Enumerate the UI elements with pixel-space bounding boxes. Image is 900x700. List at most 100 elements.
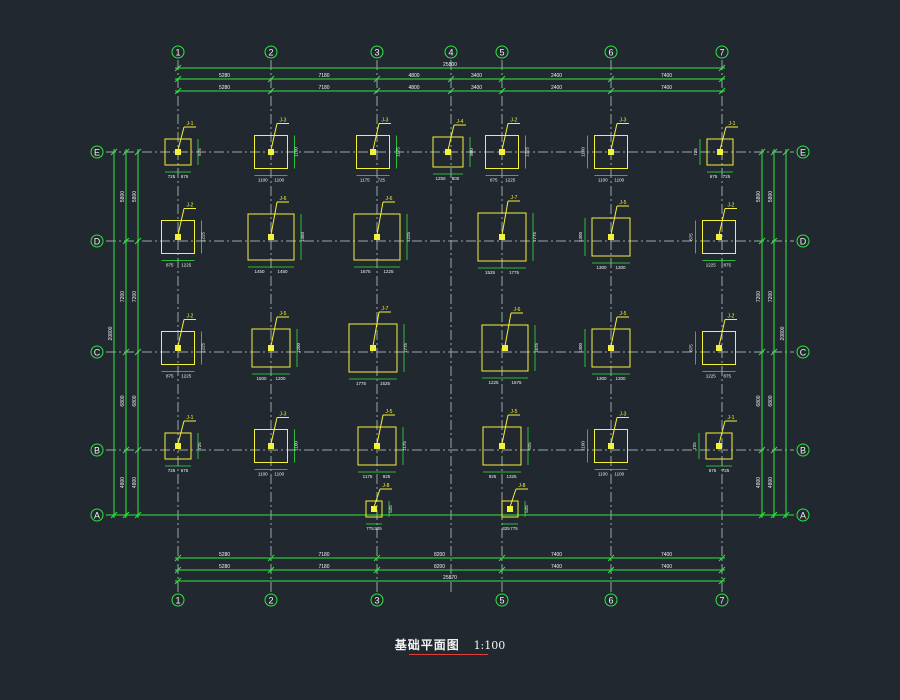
dim-bottom-row2-tick-5 — [718, 566, 726, 574]
dim-bottom-row2-tick-2 — [373, 566, 381, 574]
footing-tag: J-8 — [383, 483, 390, 489]
column-square — [716, 234, 722, 240]
bubble-circle — [90, 443, 104, 457]
column-square — [717, 149, 723, 155]
dim-top-row1-tick-4 — [498, 75, 506, 83]
bubble-circle — [90, 234, 104, 248]
bubble-circle — [370, 45, 384, 59]
dim-left-inner-label: 6800 — [132, 395, 138, 406]
footing-outline — [482, 426, 522, 466]
footing-tag: J-2 — [728, 203, 735, 209]
footing-dim-right: 925 — [383, 474, 391, 479]
footing-outline — [247, 213, 295, 261]
footing-tag: J-5 — [386, 409, 393, 415]
tag-leader — [610, 123, 618, 151]
bubble-circle — [264, 593, 278, 607]
dim-left-mid-tick-3 — [122, 446, 130, 454]
dim-left-mid-tick-0 — [122, 148, 130, 156]
dim-top-row1-label: 4800 — [408, 73, 419, 79]
footing-dim-right: 875 — [723, 263, 731, 268]
bubble-label: 5 — [499, 596, 504, 606]
bubble-circle — [90, 508, 104, 522]
column-square — [716, 443, 722, 449]
tag-leader — [177, 208, 185, 236]
axis-bubble-right-B: B — [796, 443, 810, 457]
footing-dim-left: 725 — [168, 174, 176, 179]
bubble-label: 6 — [608, 596, 613, 606]
dim-right-inner-tick-0 — [758, 148, 766, 156]
footing-dim-right: 1525 — [380, 381, 391, 386]
column-square — [374, 443, 380, 449]
axis-bubble-bottom-2: 2 — [264, 593, 278, 607]
tag-leader — [509, 488, 517, 508]
footing-dim-right: 1100 — [274, 178, 284, 183]
dim-right-mid-tick-2 — [770, 348, 778, 356]
footing-outline — [702, 220, 736, 254]
footing-dim-right: 1225 — [505, 178, 516, 183]
dim-right-inner-tick-4 — [758, 511, 766, 519]
footing-dim-left: 925 — [489, 474, 497, 479]
bubble-label: 1 — [175, 48, 180, 58]
footing-outline — [353, 213, 401, 261]
axis-bubble-right-A: A — [796, 508, 810, 522]
dim-left-inner-label: 7200 — [132, 291, 138, 302]
dim-right-inner-label: 6800 — [756, 395, 762, 406]
axis-bubble-top-2: 2 — [264, 45, 278, 59]
axis-bubble-top-4: 4 — [444, 45, 458, 59]
dim-right-inner-label: 7200 — [756, 291, 762, 302]
dim-top-total-tick-1 — [718, 64, 726, 72]
footing-outline — [477, 212, 527, 262]
footing-tag: J-7 — [511, 195, 518, 201]
footing-side-dim: 525 — [524, 505, 529, 513]
bubble-label: B — [94, 446, 100, 456]
footing-tag: J-1 — [729, 121, 736, 127]
dim-top-total-label: 25800 — [443, 62, 457, 68]
footing-tag: J-1 — [187, 121, 194, 127]
footing-outline — [254, 135, 288, 169]
column-square — [499, 443, 505, 449]
axis-bubble-left-D: D — [90, 234, 104, 248]
dim-right-mid-tick-1 — [770, 237, 778, 245]
footing-dim-left: 1500 — [256, 376, 267, 381]
dim-top-row2-label: 2400 — [551, 85, 562, 91]
dim-top-row1-tick-5 — [607, 75, 615, 83]
footing-tag: J-7 — [382, 306, 389, 312]
dim-left-inner-tick-0 — [134, 148, 142, 156]
dim-bottom-row1-label: 7400 — [661, 552, 672, 558]
dim-top-row2-tick-4 — [498, 87, 506, 95]
footing-side-dim: 1175 — [402, 441, 407, 451]
bubble-label: A — [94, 511, 100, 521]
bubble-circle — [370, 593, 384, 607]
dim-left-outer-tick-0 — [110, 148, 118, 156]
footing-dim-left: 1300 — [596, 376, 607, 381]
tag-leader — [177, 319, 185, 347]
bubble-circle — [796, 443, 810, 457]
dim-top-row1-tick-3 — [447, 75, 455, 83]
column-square — [175, 234, 181, 240]
footing-side-dim: 1775 — [403, 342, 408, 353]
dim-right-inner-tick-1 — [758, 237, 766, 245]
footing-dim-left: 1100 — [598, 472, 608, 477]
bubble-circle — [171, 593, 185, 607]
axis-bubble-left-B: B — [90, 443, 104, 457]
footing-tag: J-1 — [728, 415, 735, 421]
footing-side-dim: 525 — [388, 505, 393, 513]
dim-left-inner-tick-4 — [134, 511, 142, 519]
dim-bottom-row1-label: 8200 — [434, 552, 445, 558]
bubble-label: 5 — [499, 48, 504, 58]
column-square — [374, 234, 380, 240]
dim-bottom-row1-tick-1 — [267, 554, 275, 562]
footing-dim-left: 1525 — [485, 270, 496, 275]
footing-outline — [432, 136, 464, 168]
